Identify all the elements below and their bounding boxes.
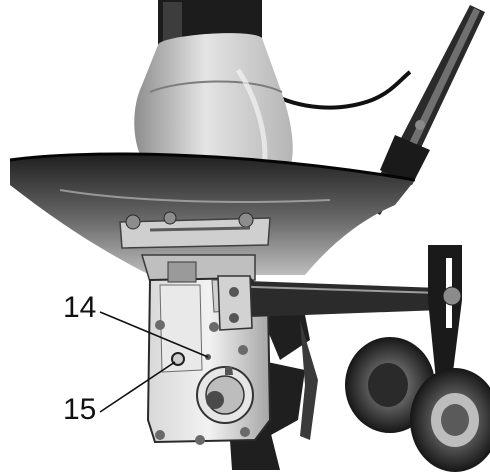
plate-bolt [163, 211, 177, 225]
plate-bolt [125, 214, 141, 230]
callout-label-14: 14 [63, 291, 97, 324]
gearbox-bolt [195, 435, 205, 445]
motor-cover [134, 33, 293, 169]
mounting-plate [119, 211, 271, 249]
gearbox-bolt [238, 345, 248, 355]
callout-label-15: 15 [63, 393, 97, 426]
leader-line-15 [99, 361, 176, 413]
power-cable [267, 70, 412, 110]
tine-guard [9, 152, 416, 275]
gearbox-bolt [155, 430, 165, 440]
gearbox-bolt [209, 322, 219, 332]
handle-bar [362, 5, 485, 215]
leader-line-14 [99, 311, 209, 358]
gearbox-bolt [155, 320, 165, 330]
wheel-frame [217, 245, 462, 380]
plate-bolt [238, 212, 254, 228]
transport-wheels [345, 337, 490, 472]
gearbox-bolt [240, 427, 250, 437]
